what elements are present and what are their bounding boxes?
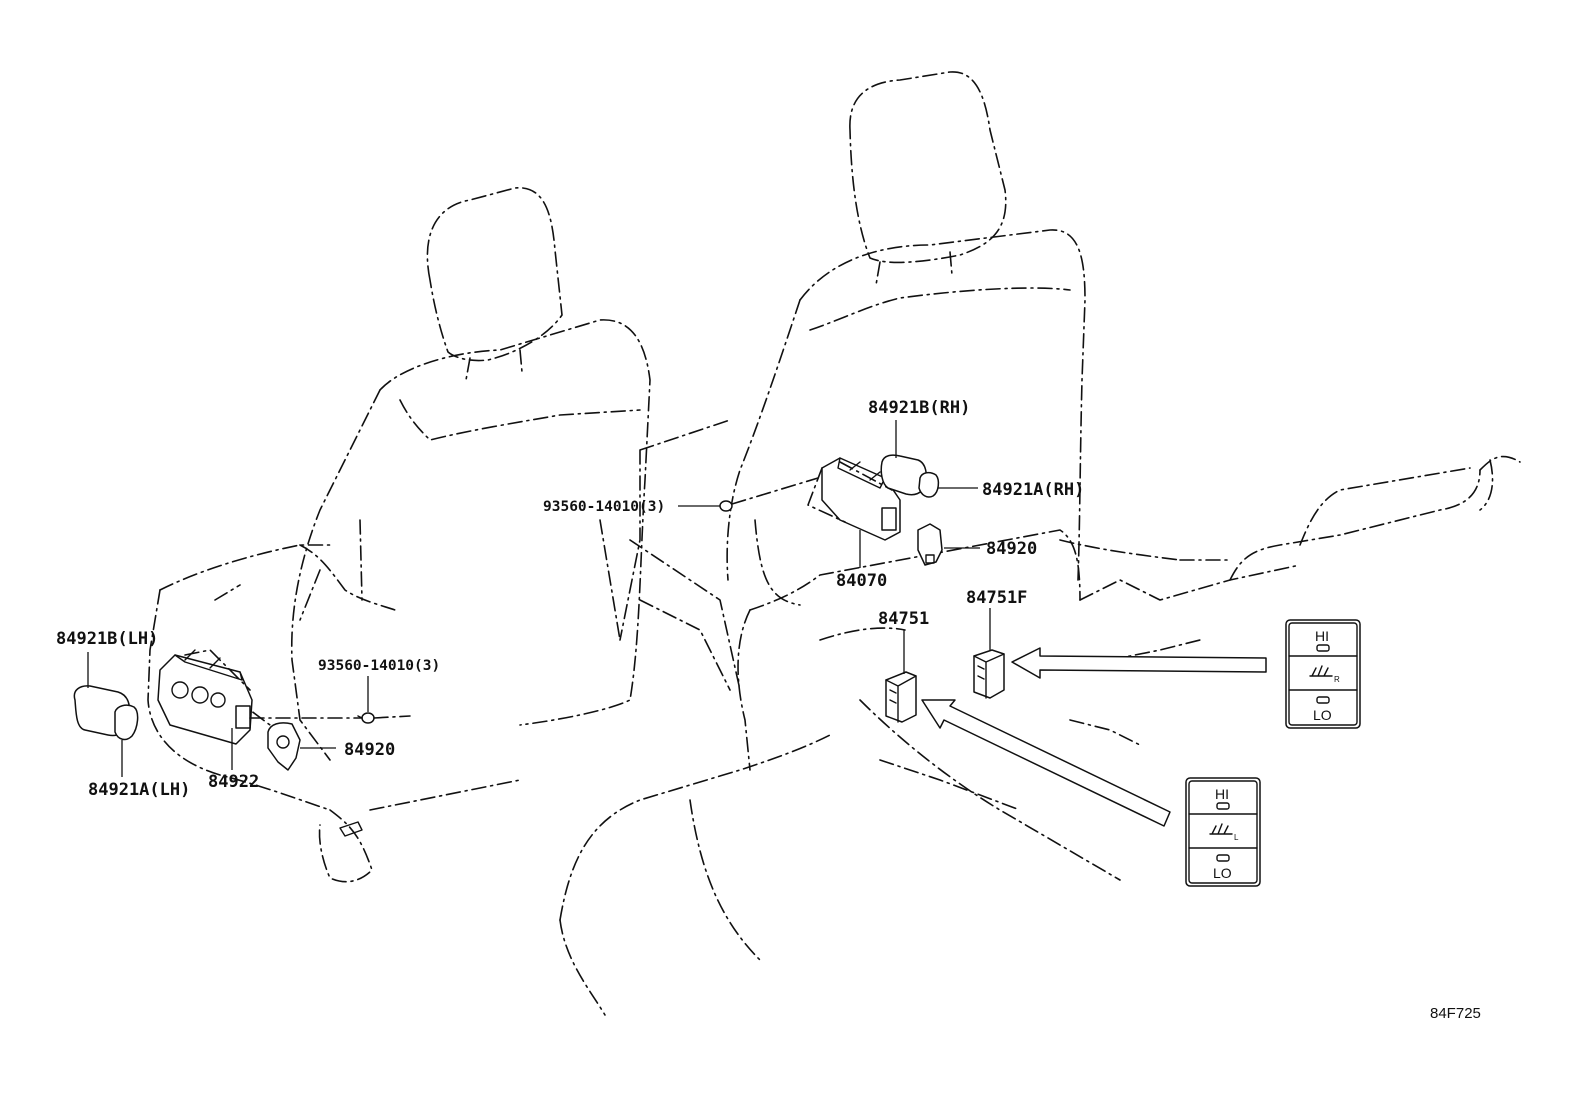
switch-panel-right [1285,619,1361,729]
switch-right-sub: R [1334,675,1340,684]
part-84921A-RH-knob [918,471,940,498]
label-84921B-LH: 84921B(LH) [56,629,158,649]
part-84920-right-sensor [917,523,943,566]
label-84921A-RH: 84921A(RH) [982,480,1084,500]
switch-left-hi: HI [1215,786,1229,802]
part-84922-module [157,649,253,745]
seat-heater-icon-right [1309,665,1333,677]
label-84922: 84922 [208,772,259,792]
part-84751F-switch [973,649,1005,699]
diagram-code: 84F725 [1430,1005,1481,1022]
screw-center [719,500,733,512]
seat-heater-icon-left [1209,823,1233,835]
right-seat-outline [559,71,1521,1016]
switch-left-sub: L [1234,833,1239,842]
part-84751-switch [885,671,917,723]
switch-right-hi: HI [1315,628,1329,644]
part-84920-left-sensor [267,722,301,771]
part-84070-ecu [807,457,901,541]
leader-lines [87,420,991,777]
arrow-to-84751F [1011,647,1267,679]
label-84920-left: 84920 [344,740,395,760]
label-84921A-LH: 84921A(LH) [88,780,190,800]
part-84921A-LH-knob [114,704,139,741]
label-93560-left: 93560-14010(3) [318,658,440,674]
label-84920-right: 84920 [986,539,1037,559]
switch-right-lo: LO [1313,707,1332,723]
arrow-to-84751 [921,699,1171,827]
label-93560-center: 93560-14010(3) [543,499,665,515]
label-84751F: 84751F [966,588,1027,608]
switch-left-lo: LO [1213,865,1232,881]
label-84070: 84070 [836,571,887,591]
label-84751: 84751 [878,609,929,629]
switch-panel-left [1185,777,1261,887]
label-84921B-RH: 84921B(RH) [868,398,970,418]
